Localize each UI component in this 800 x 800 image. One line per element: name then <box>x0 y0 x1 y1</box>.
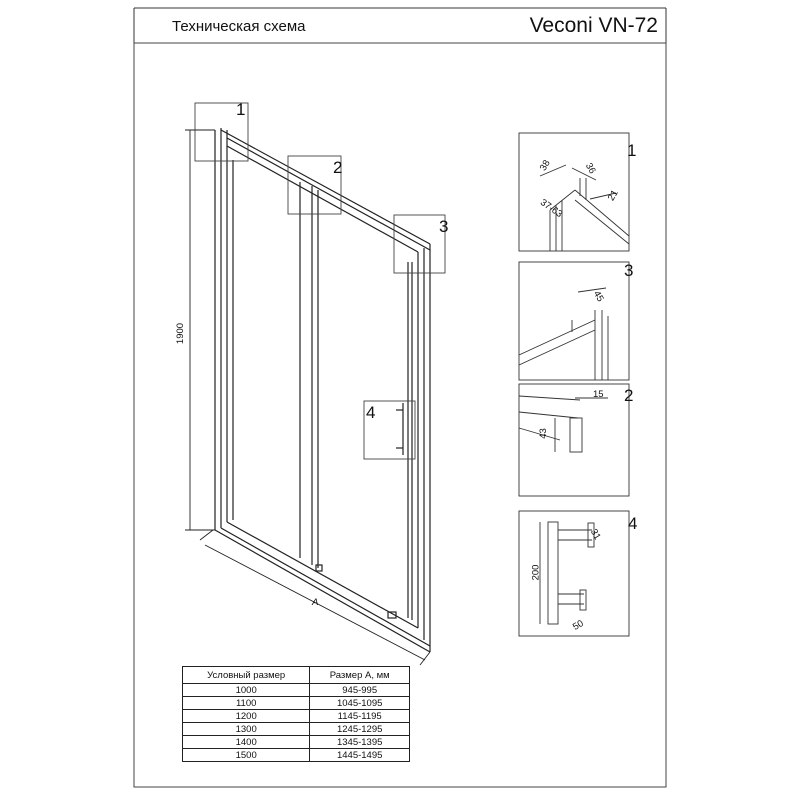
table-row: 1500 1445-1495 <box>181 748 410 762</box>
table-cell: 1445-1495 <box>309 748 410 762</box>
table-cell: 1200 <box>181 709 311 723</box>
height-dimension-label: 1900 <box>175 322 187 345</box>
height-dimension <box>185 129 215 531</box>
detail-1-number: 1 <box>627 141 637 160</box>
callout-4: 4 <box>366 403 376 422</box>
size-table-header-size-a: Размер А, мм <box>309 666 410 684</box>
callout-boxes <box>194 102 446 460</box>
table-row: 1300 1245-1295 <box>181 722 410 736</box>
model-name: Veconi VN-72 <box>529 14 658 37</box>
sheet-border <box>133 42 667 788</box>
detail-4-number: 4 <box>628 514 638 533</box>
detail-2 <box>518 383 630 497</box>
detail-2-dim-15: 15 <box>593 389 604 400</box>
table-row: 1100 1045-1095 <box>181 696 410 710</box>
table-cell: 1145-1195 <box>309 709 410 723</box>
table-cell: 1245-1295 <box>309 722 410 736</box>
table-cell: 945-995 <box>309 683 410 697</box>
width-dimension-label: A <box>312 597 319 608</box>
width-dimension <box>199 529 431 666</box>
table-row: 1200 1145-1195 <box>181 709 410 723</box>
callout-3: 3 <box>439 217 449 236</box>
table-cell: 1300 <box>181 722 311 736</box>
sheet-title: Техническая схема <box>172 18 306 35</box>
detail-4-dim-200: 200 <box>530 564 542 581</box>
detail-4 <box>518 510 630 637</box>
size-table-header-row: Условный размер Размер А, мм <box>181 666 410 684</box>
table-cell: 1500 <box>181 748 311 762</box>
callout-2: 2 <box>333 158 343 177</box>
detail-2-dim-43: 43 <box>537 428 549 439</box>
detail-1 <box>518 132 630 252</box>
table-cell: 1400 <box>181 735 311 749</box>
detail-2-number: 2 <box>624 386 634 405</box>
table-row: 1000 945-995 <box>181 683 410 697</box>
shower-door-drawing <box>214 128 431 653</box>
table-cell: 1345-1395 <box>309 735 410 749</box>
table-cell: 1000 <box>181 683 311 697</box>
size-table-header-nominal: Условный размер <box>181 666 311 684</box>
callout-1: 1 <box>236 100 246 119</box>
table-row: 1400 1345-1395 <box>181 735 410 749</box>
detail-3-number: 3 <box>624 261 634 280</box>
size-table: Условный размер Размер А, мм 1000 945-99… <box>181 666 410 762</box>
table-cell: 1100 <box>181 696 311 710</box>
detail-3 <box>518 261 630 381</box>
table-cell: 1045-1095 <box>309 696 410 710</box>
